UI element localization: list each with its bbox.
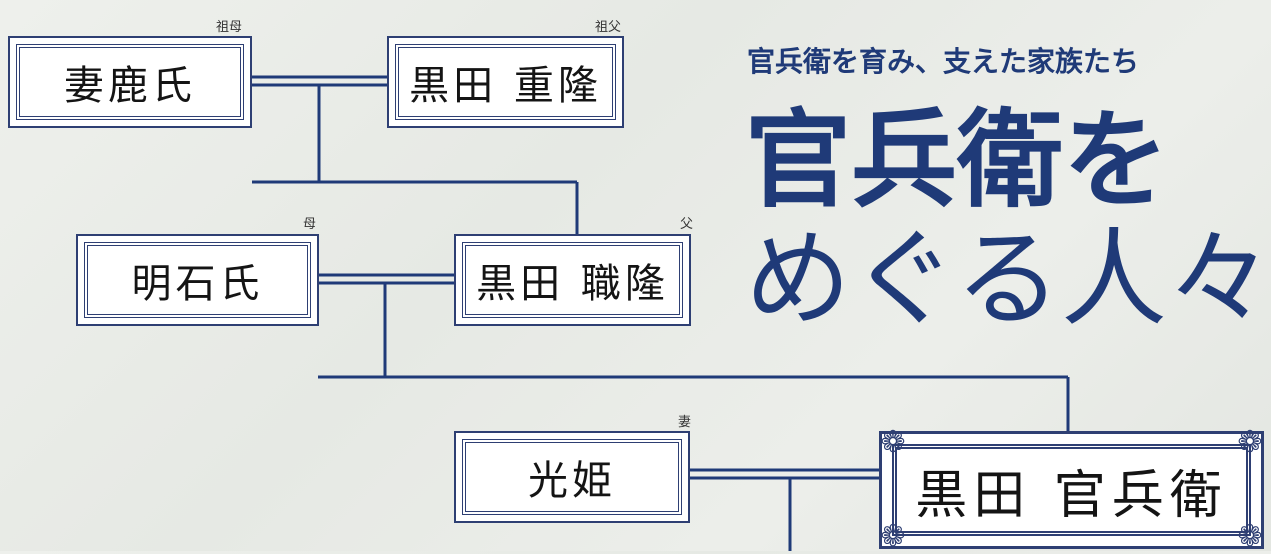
page-subtitle: 官兵衛を育み、支えた家族たち xyxy=(747,45,1140,78)
page-title-line-1: 官兵衛を xyxy=(745,97,1169,222)
person-box-mother: 明石氏 xyxy=(76,234,319,326)
page-title: 官兵衛を めぐる人々 xyxy=(745,100,1271,340)
role-label-grandfather: 祖父 xyxy=(595,20,622,35)
person-name-mother: 明石氏 xyxy=(84,242,311,318)
person-name-grandmother: 妻鹿氏 xyxy=(16,44,244,120)
person-name-wife: 光姫 xyxy=(462,439,682,515)
flower-ornament-icon: ❁ xyxy=(1237,519,1263,554)
page-title-line-2: めぐる人々 xyxy=(745,218,1271,341)
person-box-wife: 光姫 xyxy=(454,431,690,523)
person-box-father: 黒田 職隆 xyxy=(454,234,691,326)
flower-ornament-icon: ❁ xyxy=(880,519,906,554)
flower-ornament-icon: ❁ xyxy=(880,425,906,460)
role-label-grandmother: 祖母 xyxy=(216,20,243,35)
person-box-kanbei: 黒田 官兵衛 ❁ ❁ ❁ ❁ xyxy=(879,425,1264,554)
role-label-mother: 母 xyxy=(303,217,317,232)
person-box-grandfather: 黒田 重隆 xyxy=(387,36,624,128)
role-label-father: 父 xyxy=(680,217,694,232)
person-name-grandfather: 黒田 重隆 xyxy=(395,44,616,120)
person-name-kanbei: 黒田 官兵衛 xyxy=(892,444,1251,536)
person-box-grandmother: 妻鹿氏 xyxy=(8,36,252,128)
flower-ornament-icon: ❁ xyxy=(1237,425,1263,460)
person-name-father: 黒田 職隆 xyxy=(462,242,683,318)
role-label-wife: 妻 xyxy=(678,415,692,430)
